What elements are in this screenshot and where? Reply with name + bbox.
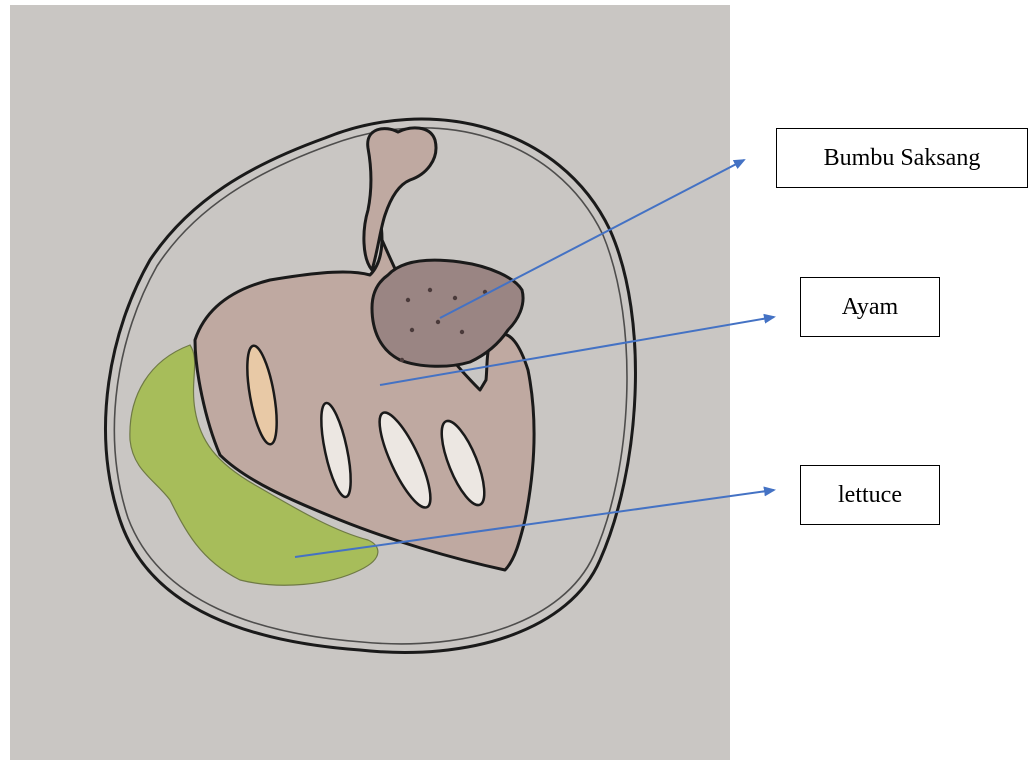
label-lettuce: lettuce — [800, 465, 940, 525]
label-bumbu-saksang-text: Bumbu Saksang — [824, 145, 981, 172]
label-lettuce-text: lettuce — [838, 482, 902, 509]
label-ayam: Ayam — [800, 277, 940, 337]
label-bumbu-saksang: Bumbu Saksang — [776, 128, 1028, 188]
label-ayam-text: Ayam — [842, 294, 898, 321]
